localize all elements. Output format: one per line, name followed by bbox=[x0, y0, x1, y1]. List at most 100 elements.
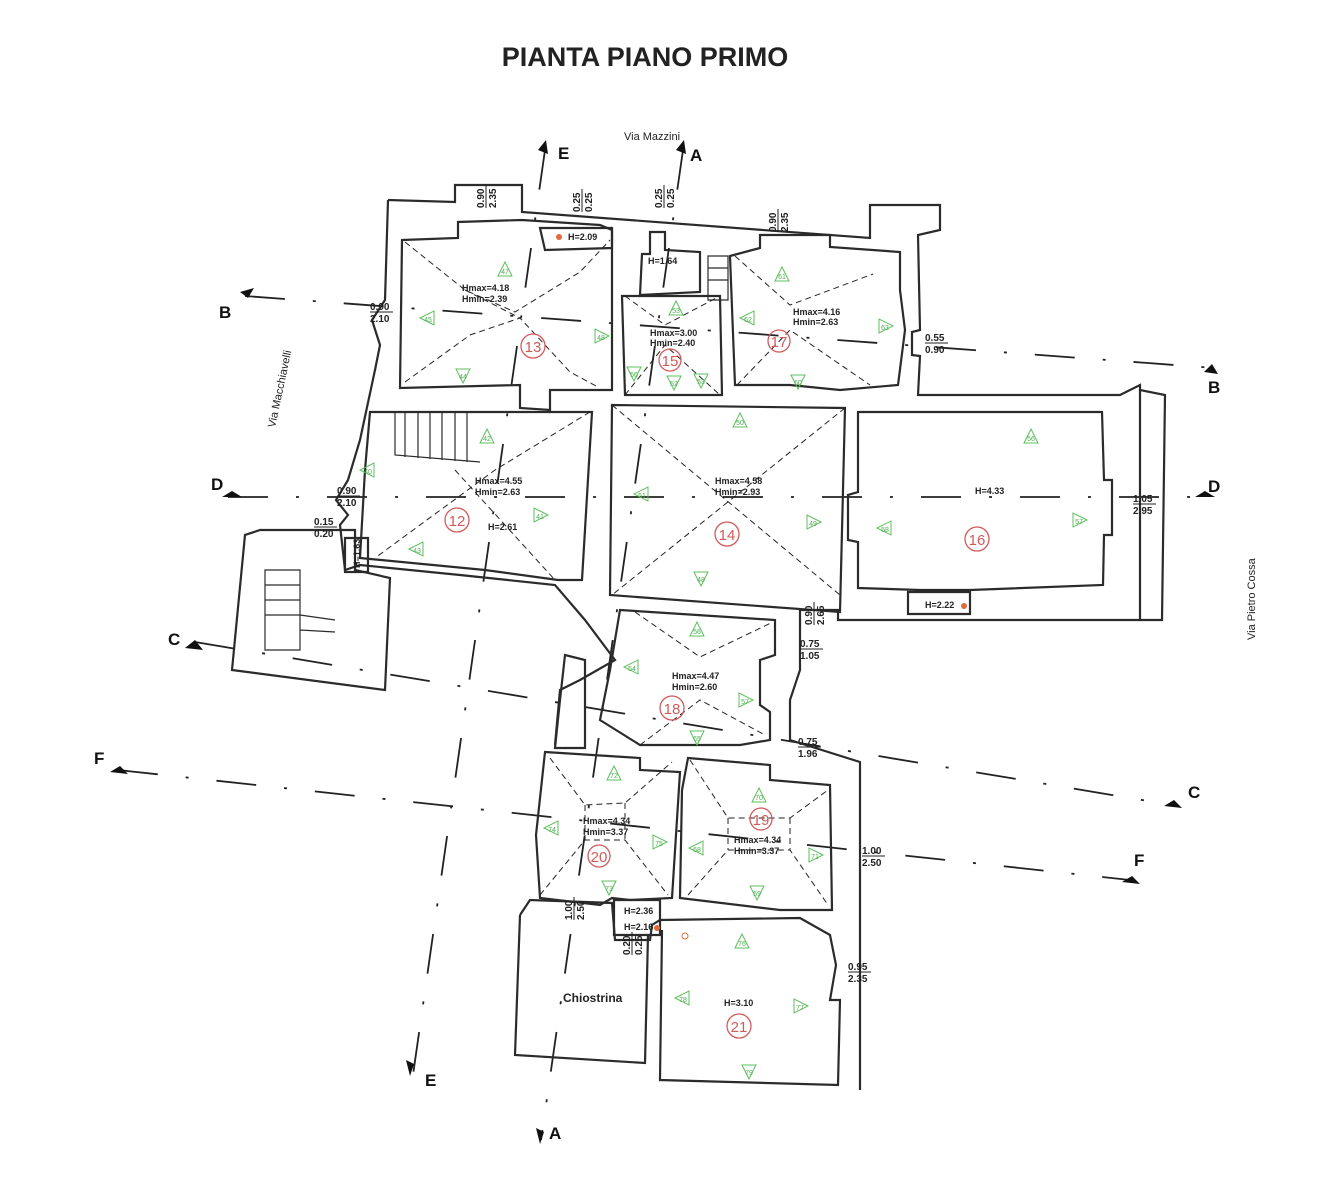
height-note: H=2.22 bbox=[925, 600, 954, 610]
room-number: 18 bbox=[664, 701, 681, 718]
dimension-top: 0.25 bbox=[572, 192, 583, 212]
camera-direction-icon bbox=[668, 299, 684, 316]
section-arrow-icons bbox=[110, 140, 1218, 1144]
camera-direction-icon bbox=[689, 730, 705, 747]
height-mark: H=2.61 bbox=[488, 522, 517, 532]
dimension-label: 0.751.96 bbox=[798, 737, 821, 760]
photo-point-number: 62 bbox=[744, 317, 752, 324]
dimension-top: 0.90 bbox=[768, 212, 779, 232]
photo-point-marker: 56 bbox=[626, 366, 642, 383]
dimension-bottom: 2.35 bbox=[848, 974, 868, 985]
dimension-top: 1.05 bbox=[1133, 494, 1153, 505]
photo-point-marker: 73 bbox=[601, 880, 617, 897]
room-height: Hmin=2.40 bbox=[650, 338, 695, 348]
section-label-e-bottom: E bbox=[425, 1071, 436, 1090]
photo-point-marker: 51 bbox=[632, 486, 649, 502]
photo-point-number: 41 bbox=[536, 514, 544, 521]
photo-point-number: 60 bbox=[794, 380, 802, 387]
photo-point-marker: 45 bbox=[418, 310, 435, 326]
photo-point-marker: 57 bbox=[1072, 512, 1089, 528]
height-note: H=2.16 bbox=[624, 922, 653, 932]
camera-direction-icon bbox=[790, 374, 806, 391]
photo-point-number: 51 bbox=[638, 493, 646, 500]
room-height: Hmin=2.60 bbox=[672, 682, 717, 692]
stairs bbox=[264, 255, 729, 651]
photo-point-number: 52 bbox=[670, 381, 678, 388]
dimension-label: 1.002.50 bbox=[862, 846, 885, 869]
room-height: Hmax=4.18 bbox=[462, 283, 509, 293]
walls bbox=[230, 183, 1167, 1090]
height-notes: H=2.09 H=1.64 H=2.22 H=2.36 H=2.16 H=1.6… bbox=[352, 232, 967, 940]
camera-direction-icon bbox=[689, 620, 705, 637]
camera-direction-icon bbox=[358, 462, 375, 478]
camera-direction-icon bbox=[418, 310, 435, 326]
photo-point-number: 48 bbox=[597, 335, 605, 342]
room-height: Hmin=3.37 bbox=[734, 846, 779, 856]
photo-point-marker: 74 bbox=[542, 820, 559, 836]
street-via-pietro-cossa: Via Pietro Cossa bbox=[1246, 557, 1258, 640]
dimension-bottom: 2.35 bbox=[780, 212, 791, 232]
room-height: H=4.33 bbox=[975, 486, 1004, 496]
photo-point-number: 53 bbox=[672, 308, 680, 315]
photo-point-marker: 70 bbox=[751, 786, 767, 803]
street-via-mazzini: Via Mazzini bbox=[624, 131, 680, 143]
photo-point-number: 68 bbox=[693, 847, 701, 854]
camera-direction-icon bbox=[497, 260, 513, 277]
photo-point-number: 57 bbox=[741, 699, 749, 706]
room-height: Hmax=4.58 bbox=[715, 476, 762, 486]
room-16: 16 H=4.33 bbox=[964, 486, 1004, 552]
room-height: Hmax=4.16 bbox=[793, 307, 840, 317]
room-height: Hmax=3.00 bbox=[650, 328, 697, 338]
camera-direction-icon bbox=[1072, 512, 1089, 528]
photo-point-marker: 48 bbox=[693, 571, 709, 588]
dimension-label: 1.052.95 bbox=[1133, 494, 1156, 517]
dimension-bottom: 2.10 bbox=[337, 498, 357, 509]
photo-point-number: 63 bbox=[881, 325, 889, 332]
vault-lines bbox=[374, 239, 874, 906]
dimension-top: 0.95 bbox=[848, 962, 868, 973]
height-note: H=2.36 bbox=[624, 906, 653, 916]
marker-dot-icon bbox=[961, 603, 967, 609]
room-height: Hmin=2.39 bbox=[462, 294, 507, 304]
marker-dot-icon bbox=[681, 932, 689, 940]
plan-title: PIANTA PIANO PRIMO bbox=[502, 42, 789, 72]
dimension-top: 0.90 bbox=[476, 188, 487, 208]
camera-direction-icon bbox=[594, 328, 611, 344]
dimension-top: 0.15 bbox=[314, 517, 334, 528]
room-number: 16 bbox=[969, 532, 986, 549]
dimension-bottom: 2.50 bbox=[576, 900, 587, 920]
camera-direction-icon bbox=[732, 411, 748, 428]
camera-direction-icon bbox=[734, 932, 750, 949]
camera-direction-icon bbox=[875, 520, 892, 536]
dimension-top: 0.75 bbox=[800, 639, 820, 650]
section-line-a bbox=[540, 149, 684, 1141]
section-label-d-left: D bbox=[211, 475, 223, 494]
dimension-bottom: 2.10 bbox=[370, 314, 390, 325]
dimension-label: 0.751.05 bbox=[800, 639, 823, 662]
photo-point-marker: 50 bbox=[732, 411, 748, 428]
street-via-macchiavelli: Via Macchiavelli bbox=[266, 349, 294, 428]
dimension-top: 0.90 bbox=[370, 302, 390, 313]
room-number: 15 bbox=[662, 353, 679, 370]
room-height: H=3.10 bbox=[724, 998, 753, 1008]
photo-point-number: 69 bbox=[753, 891, 761, 898]
room-number: 17 bbox=[771, 334, 788, 351]
height-note: H=1.63 bbox=[352, 539, 362, 568]
camera-direction-icon bbox=[693, 571, 709, 588]
photo-point-number: 70 bbox=[755, 795, 763, 802]
camera-direction-icon bbox=[738, 310, 755, 326]
photo-point-marker: 75 bbox=[652, 834, 669, 850]
photo-point-marker: 77 bbox=[793, 998, 810, 1014]
photo-point-marker: 41 bbox=[533, 507, 550, 523]
photo-point-marker: 78 bbox=[673, 990, 690, 1006]
dimension-bottom: 2.65 bbox=[816, 605, 827, 625]
section-label-b-left: B bbox=[219, 303, 231, 322]
